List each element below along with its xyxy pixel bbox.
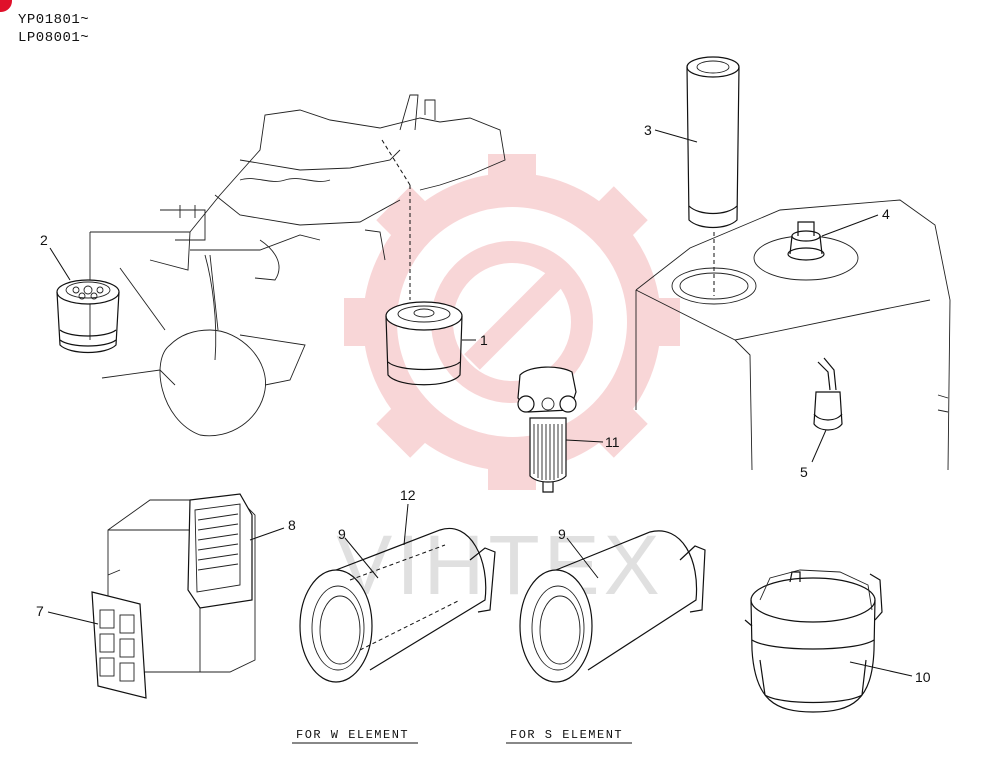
part-label-9-w: 9 bbox=[338, 526, 346, 542]
part-2-oil-filter bbox=[56, 279, 120, 354]
part-7-prefilter-panel bbox=[91, 591, 147, 699]
serial-range-1: YP01801~ bbox=[18, 12, 90, 28]
part-9-air-cleaner-s bbox=[519, 530, 706, 683]
fuel-tank-outline bbox=[635, 199, 951, 471]
watermark-gear-logo bbox=[344, 154, 680, 490]
serial-range-2: LP08001~ bbox=[18, 30, 90, 46]
caption-w-element: FOR W ELEMENT bbox=[292, 728, 418, 744]
part-5-drain-filter bbox=[813, 357, 843, 431]
leader-lines bbox=[47, 129, 913, 677]
part-label-10: 10 bbox=[915, 669, 931, 685]
part-11-water-separator bbox=[517, 366, 577, 493]
part-label-12: 12 bbox=[400, 487, 416, 503]
caption-w-element-text: FOR W ELEMENT bbox=[296, 728, 409, 742]
part-label-8: 8 bbox=[288, 517, 296, 533]
part-4-breather bbox=[787, 221, 825, 261]
caption-s-element: FOR S ELEMENT bbox=[506, 728, 632, 744]
caption-s-element-text: FOR S ELEMENT bbox=[510, 728, 623, 742]
watermark-text: VIHTEX bbox=[336, 518, 663, 612]
part-label-4: 4 bbox=[882, 206, 890, 222]
part-8-element bbox=[187, 493, 253, 609]
mount-dashed-line-2 bbox=[381, 139, 411, 186]
part-label-9-s: 9 bbox=[558, 526, 566, 542]
part-label-2: 2 bbox=[40, 232, 48, 248]
part-label-11: 11 bbox=[605, 434, 620, 450]
part-label-7: 7 bbox=[36, 603, 44, 619]
part-1-fuel-filter bbox=[385, 301, 463, 386]
part-3-suction-strainer bbox=[686, 56, 740, 296]
part-label-5: 5 bbox=[800, 464, 808, 480]
part-10-precleaner-bowl bbox=[744, 569, 883, 713]
engine-outline bbox=[89, 94, 506, 437]
part-9-air-cleaner-w bbox=[299, 527, 496, 683]
part-label-3: 3 bbox=[644, 122, 652, 138]
part-label-1: 1 bbox=[480, 332, 488, 348]
